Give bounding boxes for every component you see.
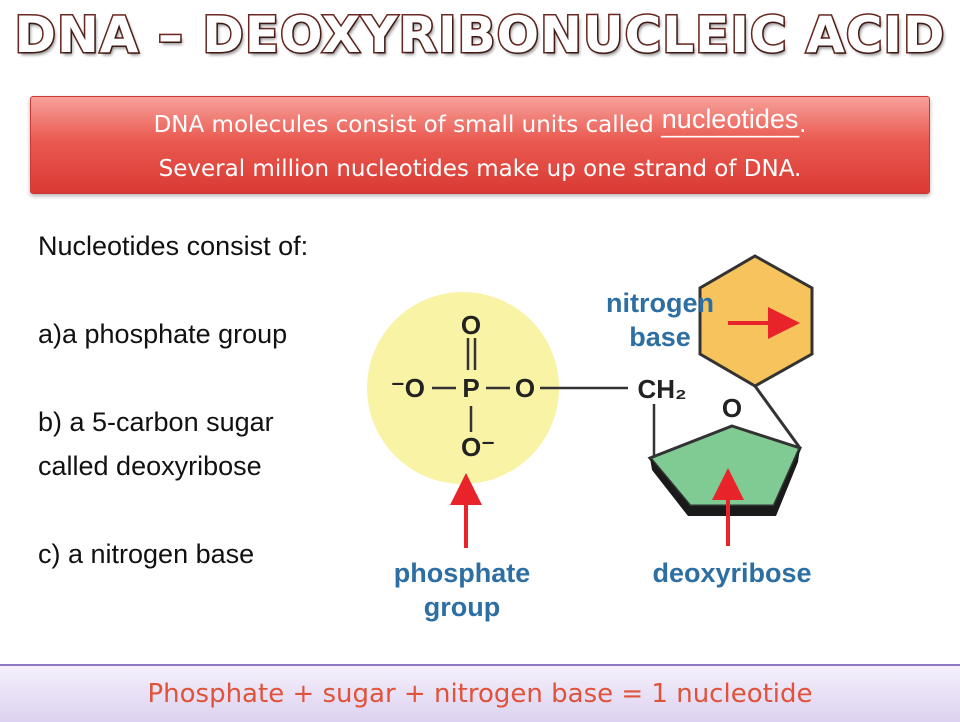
list-item-a: a)a phosphate group [38,319,288,349]
phosphate-circle [367,292,559,484]
intro-box: DNA molecules consist of small units cal… [30,96,930,194]
oxygen-left: ⁻O [391,373,425,403]
intro-line-2: Several million nucleotides make up one … [158,156,802,182]
nucleotide-structure-svg: O ⁻O P O O⁻ CH₂ O [367,254,814,548]
fill-in-blank: ____________nucleotides [661,103,799,147]
list-heading: Nucleotides consist of: [38,231,309,261]
nitrogen-base-label: nitrogen base [606,288,714,352]
oxygen-top: O [461,310,481,340]
list-item-b-continued: called deoxyribose [38,451,262,481]
blank-answer: nucleotides [661,104,799,134]
ring-oxygen: O [722,393,742,423]
list-item-b: b) a 5-carbon sugar [38,407,274,437]
phosphorus: P [462,373,479,403]
page-title: DNA – Deoxyribonucleic Acid [13,5,946,66]
phosphate-group-label: phosphate group [393,558,531,622]
deoxyribose-label: deoxyribose [652,558,812,588]
nucleotide-components-list: Nucleotides consist of: a)a phosphate gr… [38,224,308,576]
oxygen-bottom: O⁻ [461,432,495,462]
list-item-c: c) a nitrogen base [38,539,255,569]
ch2-label: CH₂ [637,374,686,404]
intro-line-1: DNA molecules consist of small units cal… [31,103,929,147]
summary-text: Phosphate + sugar + nitrogen base = 1 nu… [147,679,813,709]
nucleotide-diagram: O ⁻O P O O⁻ CH₂ O nitrogen base phosphat… [360,230,880,655]
oxygen-right: O [515,373,535,403]
summary-box: Phosphate + sugar + nitrogen base = 1 nu… [0,664,960,722]
